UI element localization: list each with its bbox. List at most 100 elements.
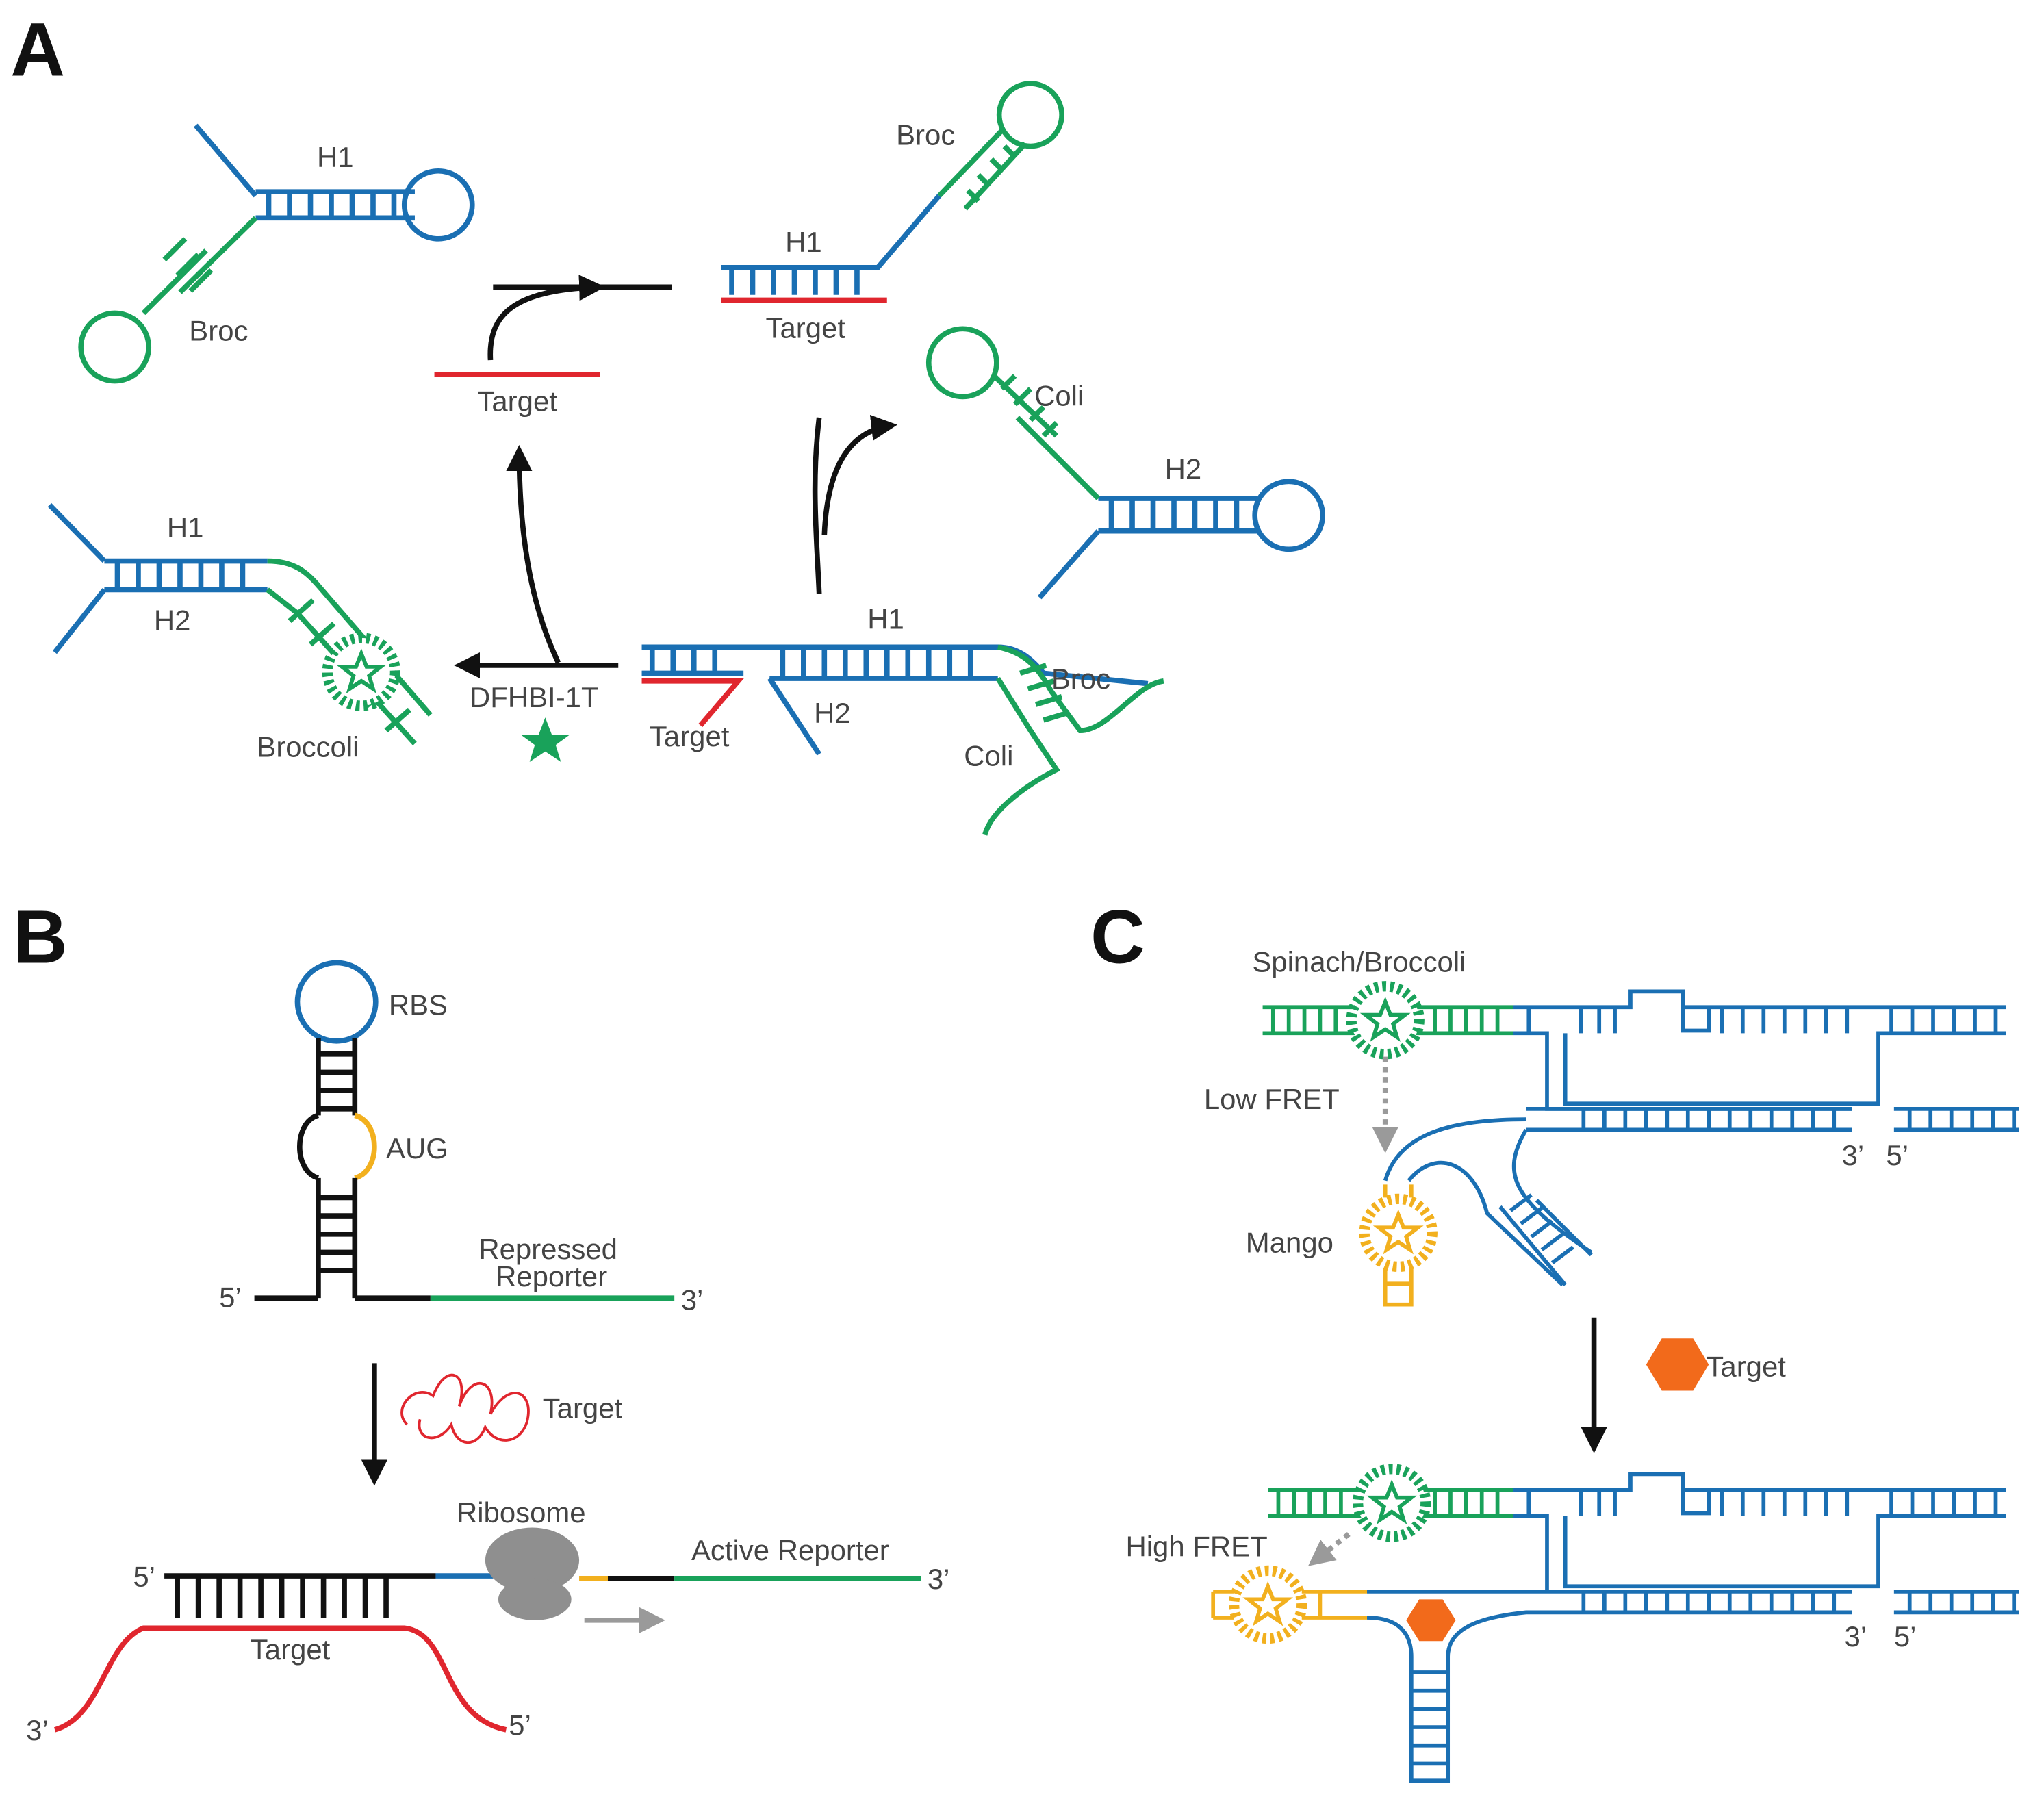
high-fret-arrow <box>1307 1532 1351 1566</box>
blue-branch <box>1383 1117 1593 1287</box>
h1-loop <box>401 168 475 242</box>
target-label: Target <box>477 385 557 417</box>
int-h2-strand <box>767 647 998 756</box>
int-broc-coli <box>982 644 1164 836</box>
upper-stem <box>316 1038 358 1116</box>
panel-b-letter: B <box>13 895 68 979</box>
mango-stem <box>1383 1184 1414 1307</box>
spinach-fluorophore <box>1346 981 1425 1060</box>
target-coil-icon <box>400 1373 530 1444</box>
end3-label: 3’ <box>681 1284 704 1316</box>
bottom-end3-label: 3’ <box>1844 1620 1867 1653</box>
h1-label: H1 <box>317 141 354 173</box>
product-h1-label: H1 <box>167 511 204 544</box>
bound-target-strand <box>53 1625 507 1733</box>
top-end3-label: 3’ <box>1842 1139 1865 1171</box>
repressed-riboswitch: RBS AUG 5’ 3’ Repressed Reporter <box>219 960 704 1316</box>
dye-label: DFHBI-1T <box>470 681 599 713</box>
ribosome-small-subunit <box>498 1578 572 1620</box>
broccoli-product: H1 H2 Broccoli <box>47 502 433 763</box>
spinach-label: Spinach/Broccoli <box>1252 946 1466 978</box>
panel-c-letter: C <box>1090 895 1145 979</box>
target-end3-label: 3’ <box>26 1714 49 1746</box>
mango-stem-bottom <box>1211 1590 1368 1620</box>
star-icon <box>1242 1581 1294 1626</box>
c-target-label: Target <box>1706 1350 1786 1382</box>
spinach-fluorophore-bottom <box>1353 1464 1431 1542</box>
internal-loop-left <box>297 1112 320 1181</box>
int-target <box>641 678 744 728</box>
panel-a-letter: A <box>10 8 65 92</box>
product-duplex <box>104 558 268 593</box>
int-broc-label: Broc <box>1051 663 1110 695</box>
aug-label: AUG <box>386 1132 448 1164</box>
broccoli-label: Broccoli <box>257 730 359 763</box>
product-h1-tail <box>47 502 107 563</box>
h2-loop <box>1252 479 1326 552</box>
hybrid-broc-strand <box>937 126 1027 211</box>
active-reporter-label: Active Reporter <box>691 1534 889 1566</box>
product-h2-tail <box>53 588 107 654</box>
intermediate-complex: H1 H2 Target Broc Coli <box>641 603 1164 836</box>
repressed-reporter-label: Repressed Reporter <box>478 1233 625 1292</box>
high-fret-label: High FRET <box>1125 1530 1267 1562</box>
panel-c: C Spinach/Broccoli Low FRET Mango 3’ 5’ … <box>1090 895 2019 1783</box>
hexagon-icon <box>1646 1338 1709 1391</box>
coli-strand <box>992 374 1101 500</box>
bound-target-label: Target <box>251 1633 331 1666</box>
broc-loop <box>78 310 152 384</box>
h2-label: H2 <box>1165 452 1202 485</box>
mango-fluorophore-bottom <box>1229 1565 1307 1644</box>
broc-label: Broc <box>189 314 248 346</box>
hybrid-broc-label: Broc <box>896 119 955 151</box>
hairpin-h1: H1 Broc <box>78 123 475 384</box>
int-target-label: Target <box>650 720 730 752</box>
ribosome-large-subunit <box>485 1527 580 1593</box>
bottom-3-label: 3’ <box>928 1563 950 1595</box>
mango-label: Mango <box>1246 1226 1333 1258</box>
blue-three-way-junction <box>1367 1590 1526 1783</box>
blue-hairpin-arm <box>1498 1193 1593 1286</box>
blue-scaffold-bottom <box>1513 1472 2006 1592</box>
blue-duplex-lower <box>1526 1106 2019 1132</box>
h1-target-hybrid: H1 Broc Target <box>721 81 1064 344</box>
ribosome-label: Ribosome <box>457 1496 586 1529</box>
star-icon <box>1359 996 1411 1042</box>
activated-reporter: Ribosome Active Reporter 5’ 3’ Target 3’… <box>26 1496 949 1746</box>
h2-tail <box>1037 529 1101 600</box>
star-icon <box>1366 1479 1418 1524</box>
bound-pairs <box>175 1576 389 1618</box>
blue-duplex-lower-bottom <box>1526 1590 2019 1615</box>
down-arrow <box>812 418 893 594</box>
lower-stem <box>316 1177 358 1299</box>
merge-arrow <box>487 287 672 361</box>
hybrid-h1-strand <box>721 194 941 295</box>
hybrid-target-label: Target <box>766 312 846 344</box>
hybrid-broc-loop <box>996 81 1064 149</box>
mango-fluorophore <box>1359 1193 1438 1273</box>
rbs-loop <box>294 960 379 1044</box>
aug-bulge <box>353 1112 377 1181</box>
hexagon-icon <box>1406 1599 1456 1642</box>
low-fret-construct: Spinach/Broccoli Low FRET Mango 3’ 5’ <box>1204 946 2019 1307</box>
star-icon <box>520 717 570 762</box>
panel-b: B RBS AUG 5’ 3’ Repressed Reporter Targe… <box>13 895 949 1746</box>
h1-stem <box>255 189 415 221</box>
blue-scaffold-top <box>1513 989 2006 1111</box>
recycle-arrow <box>506 444 561 664</box>
target-binding-step: Target <box>434 287 672 417</box>
h1-tail <box>193 123 258 198</box>
int-coli-label: Coli <box>964 740 1013 772</box>
int-h1-left <box>641 647 744 676</box>
coli-label: Coli <box>1034 380 1084 412</box>
star-icon <box>335 648 387 694</box>
low-fret-label: Low FRET <box>1204 1083 1340 1115</box>
broccoli-fluorophore <box>322 633 401 711</box>
bottom-end5-label: 5’ <box>1894 1620 1917 1653</box>
end5-label: 5’ <box>219 1281 242 1313</box>
target-end5-label: 5’ <box>509 1709 531 1741</box>
target-label: Target <box>543 1392 623 1424</box>
product-h2-label: H2 <box>154 604 191 637</box>
hybrid-h1-label: H1 <box>785 226 822 258</box>
